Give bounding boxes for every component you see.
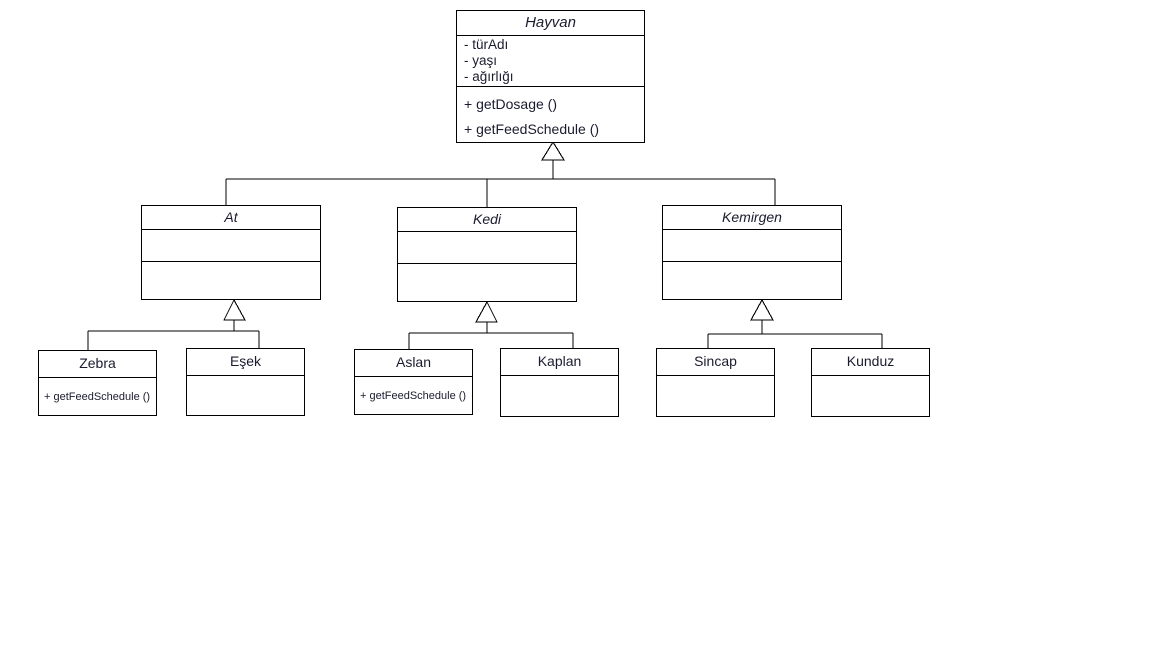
class-operations-compartment-kemirgen bbox=[663, 262, 841, 299]
class-name-sincap: Sincap bbox=[694, 353, 737, 369]
class-operations-compartment-sincap bbox=[657, 376, 774, 416]
generalization-arrowhead-kemirgen bbox=[750, 298, 774, 321]
class-name-compartment-sincap: Sincap bbox=[657, 349, 774, 376]
generalization-arrowhead-hayvan bbox=[541, 140, 565, 161]
class-name-esek: Eşek bbox=[229, 353, 262, 369]
class-box-zebra[interactable]: Zebra + getFeedSchedule () bbox=[38, 350, 157, 416]
class-name-at: At bbox=[224, 209, 238, 225]
class-name-hayvan: Hayvan bbox=[525, 14, 576, 31]
class-operations-compartment-hayvan: + getDosage () + getFeedSchedule () bbox=[457, 87, 644, 142]
class-operations-compartment-at bbox=[142, 262, 320, 299]
class-name-compartment-kunduz: Kunduz bbox=[812, 349, 929, 376]
class-name-compartment-aslan: Aslan bbox=[355, 350, 472, 377]
class-operations-compartment-zebra: + getFeedSchedule () bbox=[39, 378, 156, 415]
class-operations-compartment-aslan: + getFeedSchedule () bbox=[355, 377, 472, 414]
class-operations-compartment-kunduz bbox=[812, 376, 929, 416]
attribute-list-hayvan: - türAdı - yaşı - ağırlığı bbox=[464, 36, 644, 85]
class-name-aslan: Aslan bbox=[395, 354, 432, 370]
class-name-compartment-hayvan: Hayvan bbox=[457, 11, 644, 36]
class-box-sincap[interactable]: Sincap bbox=[656, 348, 775, 417]
generalization-kemirgen bbox=[707, 298, 883, 348]
class-attributes-compartment-hayvan: - türAdı - yaşı - ağırlığı bbox=[457, 36, 644, 88]
generalization-kedi bbox=[408, 300, 574, 349]
operation-list-hayvan: + getDosage () + getFeedSchedule () bbox=[464, 91, 644, 142]
class-name-kemirgen: Kemirgen bbox=[722, 209, 782, 225]
class-name-compartment-at: At bbox=[142, 206, 320, 230]
class-name-zebra: Zebra bbox=[79, 355, 116, 371]
class-name-kaplan: Kaplan bbox=[537, 353, 582, 369]
class-attributes-compartment-kemirgen bbox=[663, 230, 841, 263]
class-box-at[interactable]: At bbox=[141, 205, 321, 300]
class-name-compartment-kaplan: Kaplan bbox=[501, 349, 618, 376]
class-box-esek[interactable]: Eşek bbox=[186, 348, 305, 416]
class-box-aslan[interactable]: Aslan + getFeedSchedule () bbox=[354, 349, 473, 415]
operation-item: + getFeedSchedule () bbox=[464, 121, 600, 138]
attribute-item: - ağırlığı bbox=[464, 68, 514, 84]
generalization-hayvan bbox=[225, 140, 776, 207]
class-attributes-compartment-kedi bbox=[398, 232, 576, 265]
class-attributes-compartment-at bbox=[142, 230, 320, 263]
class-box-kunduz[interactable]: Kunduz bbox=[811, 348, 930, 417]
class-operations-compartment-kedi bbox=[398, 264, 576, 301]
class-name-kunduz: Kunduz bbox=[846, 353, 895, 369]
generalization-at bbox=[87, 298, 260, 350]
class-name-compartment-zebra: Zebra bbox=[39, 351, 156, 378]
class-name-kedi: Kedi bbox=[472, 211, 502, 227]
generalization-arrowhead-kedi bbox=[475, 300, 498, 323]
class-operations-compartment-esek bbox=[187, 376, 304, 415]
attribute-item: - türAdı bbox=[464, 36, 509, 52]
attribute-item: - yaşı bbox=[464, 52, 498, 68]
operation-item: + getFeedSchedule () bbox=[44, 390, 151, 403]
generalization-arrowhead-at bbox=[223, 298, 246, 321]
class-box-hayvan[interactable]: Hayvan - türAdı - yaşı - ağırlığı + getD… bbox=[456, 10, 645, 143]
class-operations-compartment-kaplan bbox=[501, 376, 618, 416]
class-box-kemirgen[interactable]: Kemirgen bbox=[662, 205, 842, 300]
class-name-compartment-kedi: Kedi bbox=[398, 208, 576, 232]
class-box-kedi[interactable]: Kedi bbox=[397, 207, 577, 302]
class-name-compartment-esek: Eşek bbox=[187, 349, 304, 376]
class-box-kaplan[interactable]: Kaplan bbox=[500, 348, 619, 417]
operation-item: + getDosage () bbox=[464, 96, 557, 113]
operation-item: + getFeedSchedule () bbox=[360, 389, 467, 402]
class-name-compartment-kemirgen: Kemirgen bbox=[663, 206, 841, 230]
